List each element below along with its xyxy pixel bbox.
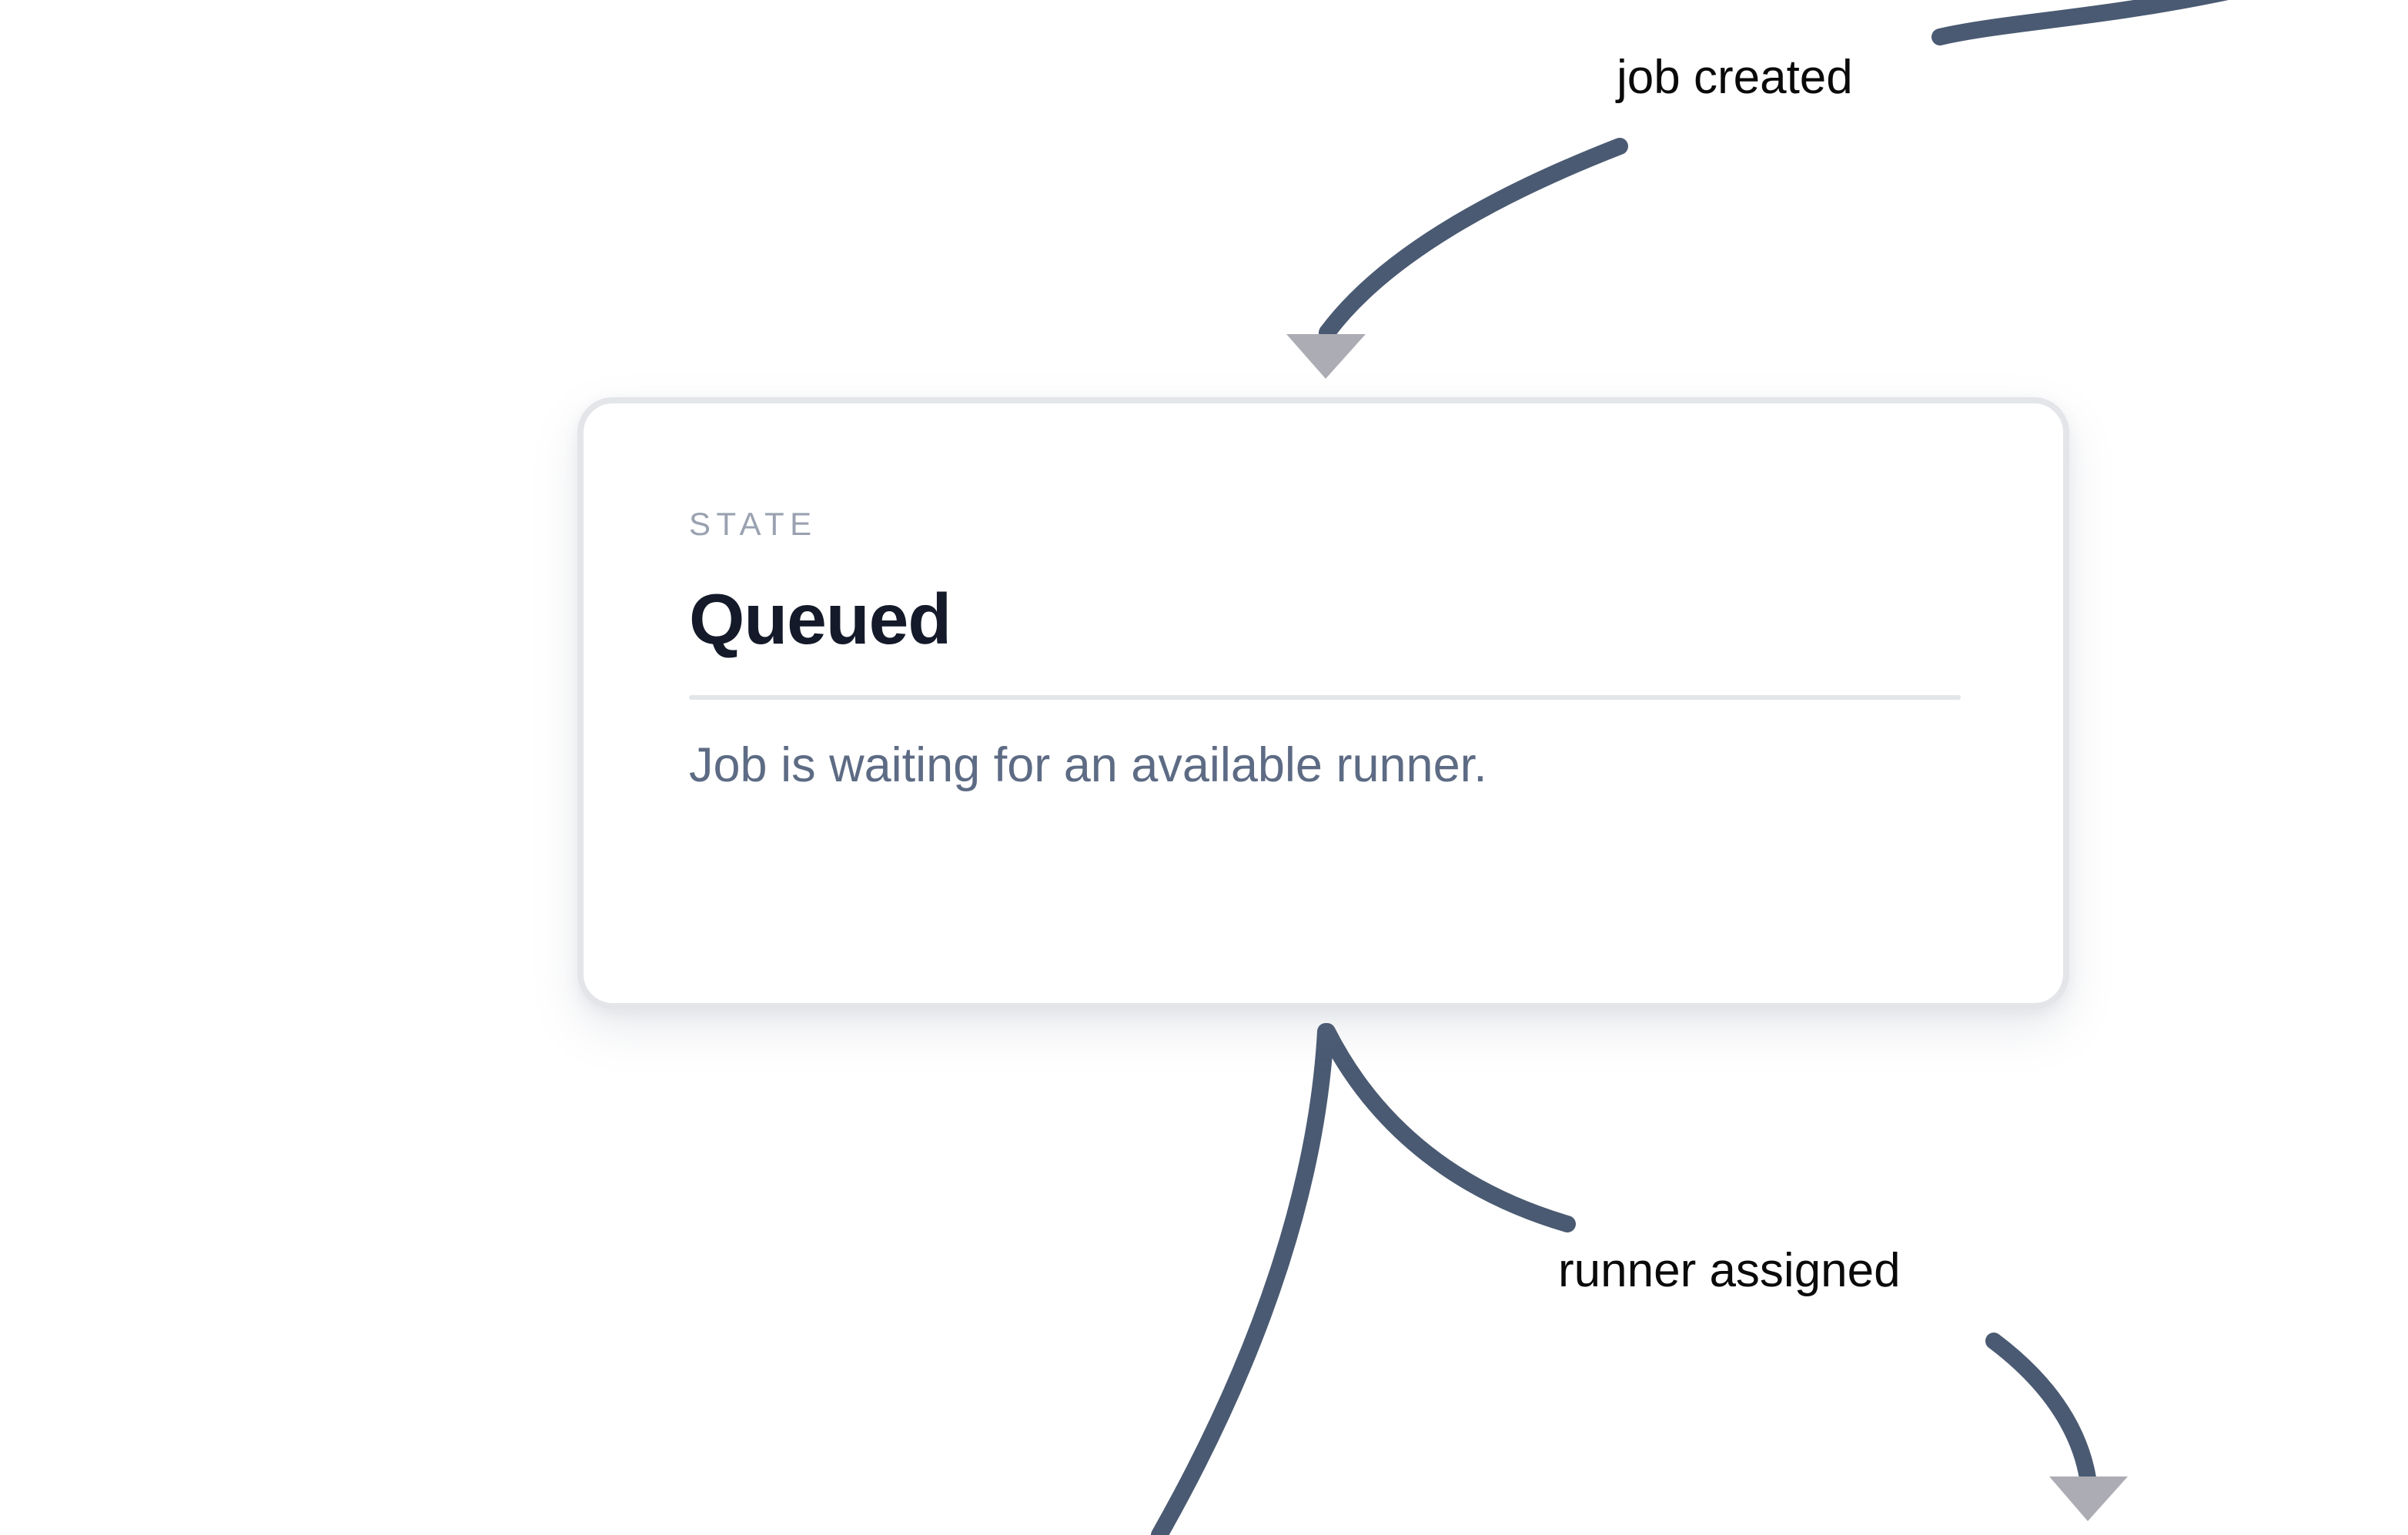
edge-label-runner-assigned: runner assigned	[1549, 1242, 1910, 1299]
edge-unlabeled-left-path	[1151, 1023, 1334, 1535]
arrowhead-down-icon	[1286, 334, 1366, 379]
edge-runner-assigned-path-tail	[1985, 1333, 2096, 1487]
edge-job-created-path-tail	[1319, 138, 1628, 341]
state-title: Queued	[689, 579, 951, 659]
edge-job-created-path	[1931, 0, 2229, 45]
state-description: Job is waiting for an available runner.	[689, 738, 1487, 792]
arrowhead-down-icon	[2049, 1476, 2128, 1521]
state-node-content: STATE Queued Job is waiting for an avail…	[689, 506, 1961, 793]
card-divider	[689, 695, 1961, 700]
state-kicker-label: STATE	[689, 506, 818, 542]
edge-runner-assigned-path	[1319, 1023, 1576, 1232]
edge-label-job-created: job created	[1607, 49, 1862, 106]
state-node-queued[interactable]: STATE Queued Job is waiting for an avail…	[577, 397, 2069, 1009]
edge-unlabeled-left	[1151, 1023, 1334, 1535]
